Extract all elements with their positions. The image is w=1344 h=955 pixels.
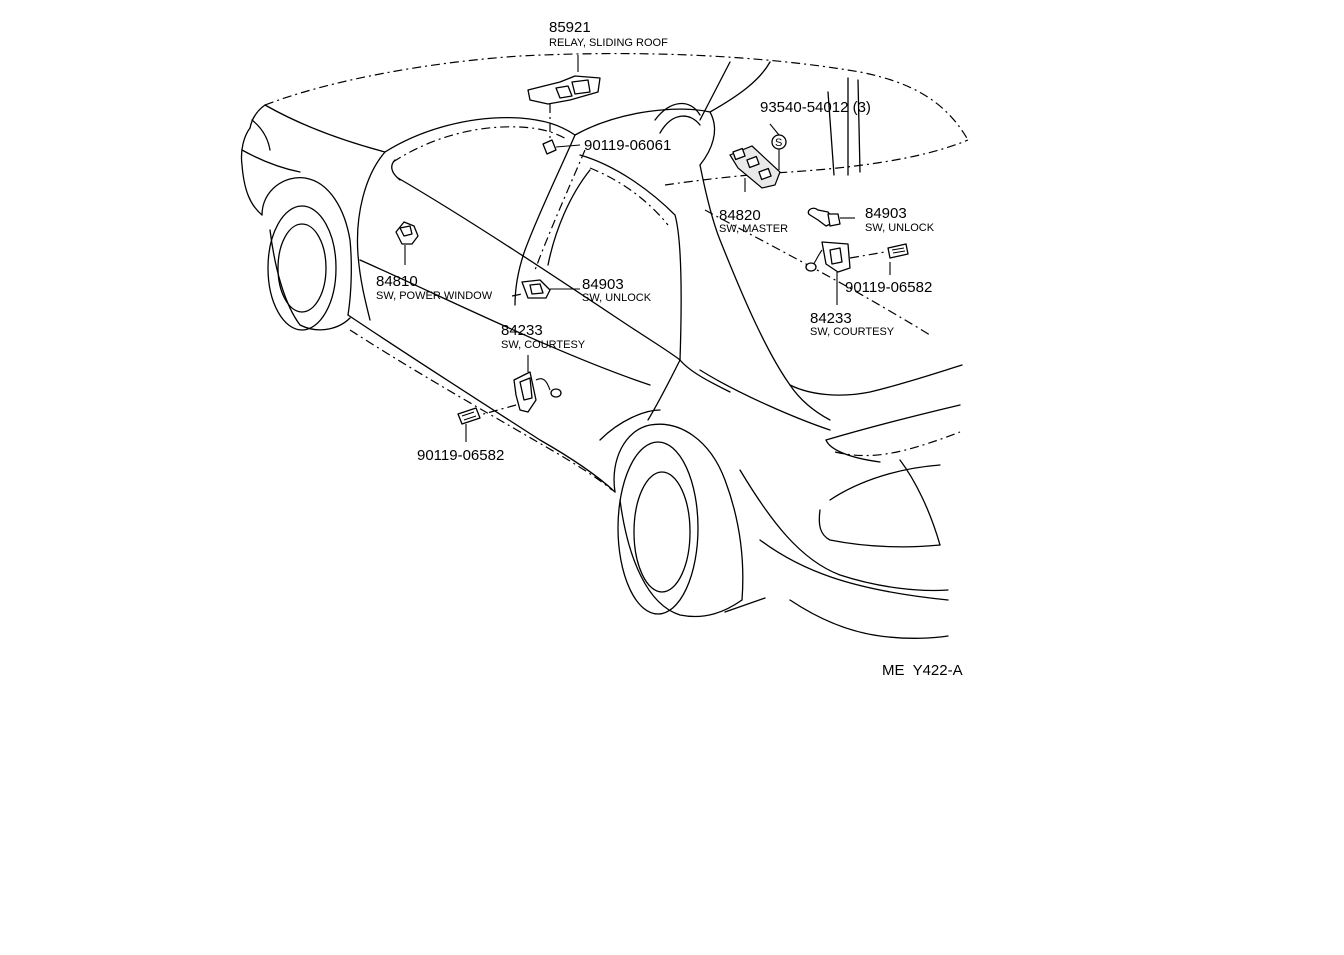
car-body-outline [240, 52, 969, 639]
bolt-rear-number: 90119-06582 [845, 279, 932, 296]
sw-master-desc: SW, MASTER [719, 223, 788, 235]
sw-courtesy-rear-desc: SW, COURTESY [810, 326, 895, 338]
clip-qty-number: 93540-54012 (3) [760, 99, 871, 116]
sw-master-part [729, 123, 787, 192]
diagram-code: ME Y422-A [882, 662, 963, 679]
screw-upper-number: 90119-06061 [584, 137, 671, 154]
sw-power-window-desc: SW, POWER WINDOW [376, 290, 493, 302]
sw-courtesy-front-desc: SW, COURTESY [501, 339, 586, 351]
sw-unlock-front-number: 84903 [582, 276, 624, 293]
sw-power-window-part [395, 221, 419, 265]
sw-unlock-rear-desc: SW, UNLOCK [865, 222, 935, 234]
sw-power-window-number: 84810 [376, 273, 418, 290]
sw-unlock-rear-part [807, 207, 855, 227]
sw-unlock-front-part [511, 279, 580, 299]
bolt-rear-part [887, 243, 909, 275]
sw-master-number: 84820 [719, 207, 761, 224]
sw-unlock-front-desc: SW, UNLOCK [582, 292, 652, 304]
relay-sliding-roof-part [527, 55, 601, 140]
bolt-front-number: 90119-06582 [417, 447, 504, 464]
relay-sliding-roof-desc: RELAY, SLIDING ROOF [549, 37, 668, 49]
clip-symbol-letter: S [775, 137, 782, 149]
sw-courtesy-front-part [479, 355, 562, 416]
sw-courtesy-rear-part [805, 241, 886, 305]
sw-courtesy-front-number: 84233 [501, 322, 543, 339]
bolt-front-part [457, 407, 481, 442]
sw-courtesy-rear-number: 84233 [810, 310, 852, 327]
screw-upper-part [542, 139, 581, 155]
relay-sliding-roof-number: 85921 [549, 19, 591, 36]
sw-unlock-rear-number: 84903 [865, 205, 907, 222]
